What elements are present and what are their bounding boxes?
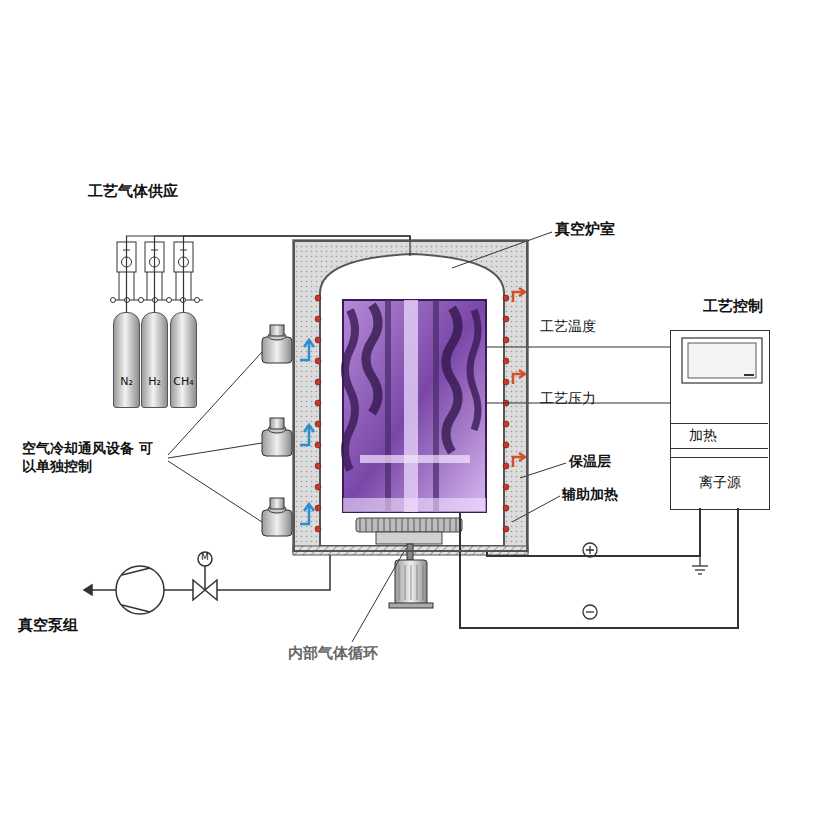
annotation-label: M: [201, 552, 209, 563]
node-label: CH₄: [171, 375, 196, 389]
gas-cylinder: CH₄: [170, 312, 197, 408]
connector-line: [487, 508, 700, 556]
node-label: N₂: [114, 375, 139, 389]
polarity-symbols: [583, 543, 708, 619]
vacuum-furnace: 真空炉室: [293, 240, 528, 552]
process-control-box: 工艺控制加热离子源: [670, 330, 770, 510]
leader-lines: [168, 232, 566, 642]
ion-source-band: 离子源: [671, 457, 768, 508]
insulation-layer: [293, 240, 528, 552]
cooling-fans: [262, 325, 292, 536]
internal-wiring: [410, 240, 528, 552]
annotation-label: 内部气体循环: [288, 644, 378, 663]
circulation-fan: [356, 518, 462, 608]
heating-band: 加热: [671, 423, 768, 449]
annotation-label: 辅助加热: [562, 486, 618, 504]
exhaust-airflow: [513, 288, 525, 467]
cooling-airflow: [300, 340, 314, 524]
connector-line: [127, 236, 411, 312]
connector: [460, 508, 738, 628]
connector-line: [184, 236, 411, 312]
connector: [127, 236, 411, 312]
annotation-label: 保温层: [569, 453, 611, 471]
connector-line: [528, 346, 670, 347]
gas-regulators: [111, 242, 204, 303]
connector: [184, 236, 411, 312]
connector: [155, 236, 411, 312]
gas-cylinder: H₂: [141, 312, 168, 408]
plasma-photo: [343, 300, 486, 512]
node-label: 加热: [689, 427, 717, 445]
edge-label: 工艺温度: [540, 318, 596, 336]
connector-line: [460, 508, 738, 628]
connector: [487, 508, 700, 556]
connector-line: [155, 236, 411, 312]
node-label: 工艺控制: [703, 297, 763, 316]
node-label: 真空炉室: [555, 220, 615, 239]
connector: [528, 347, 670, 348]
node-label: 离子源: [671, 474, 768, 492]
vacuum-pump: [84, 552, 330, 614]
annotation-label: 空气冷却通风设备 可以单独控制: [22, 440, 154, 475]
edge-label: 工艺压力: [540, 390, 596, 408]
vacuum-chamber: [320, 254, 504, 546]
control-screen: [682, 338, 762, 383]
heating-elements: [315, 295, 509, 532]
annotation-label: 真空泵组: [18, 616, 78, 635]
node-label: H₂: [142, 375, 167, 389]
annotation-label: 工艺气体供应: [88, 182, 178, 201]
gas-cylinder: N₂: [113, 312, 140, 408]
